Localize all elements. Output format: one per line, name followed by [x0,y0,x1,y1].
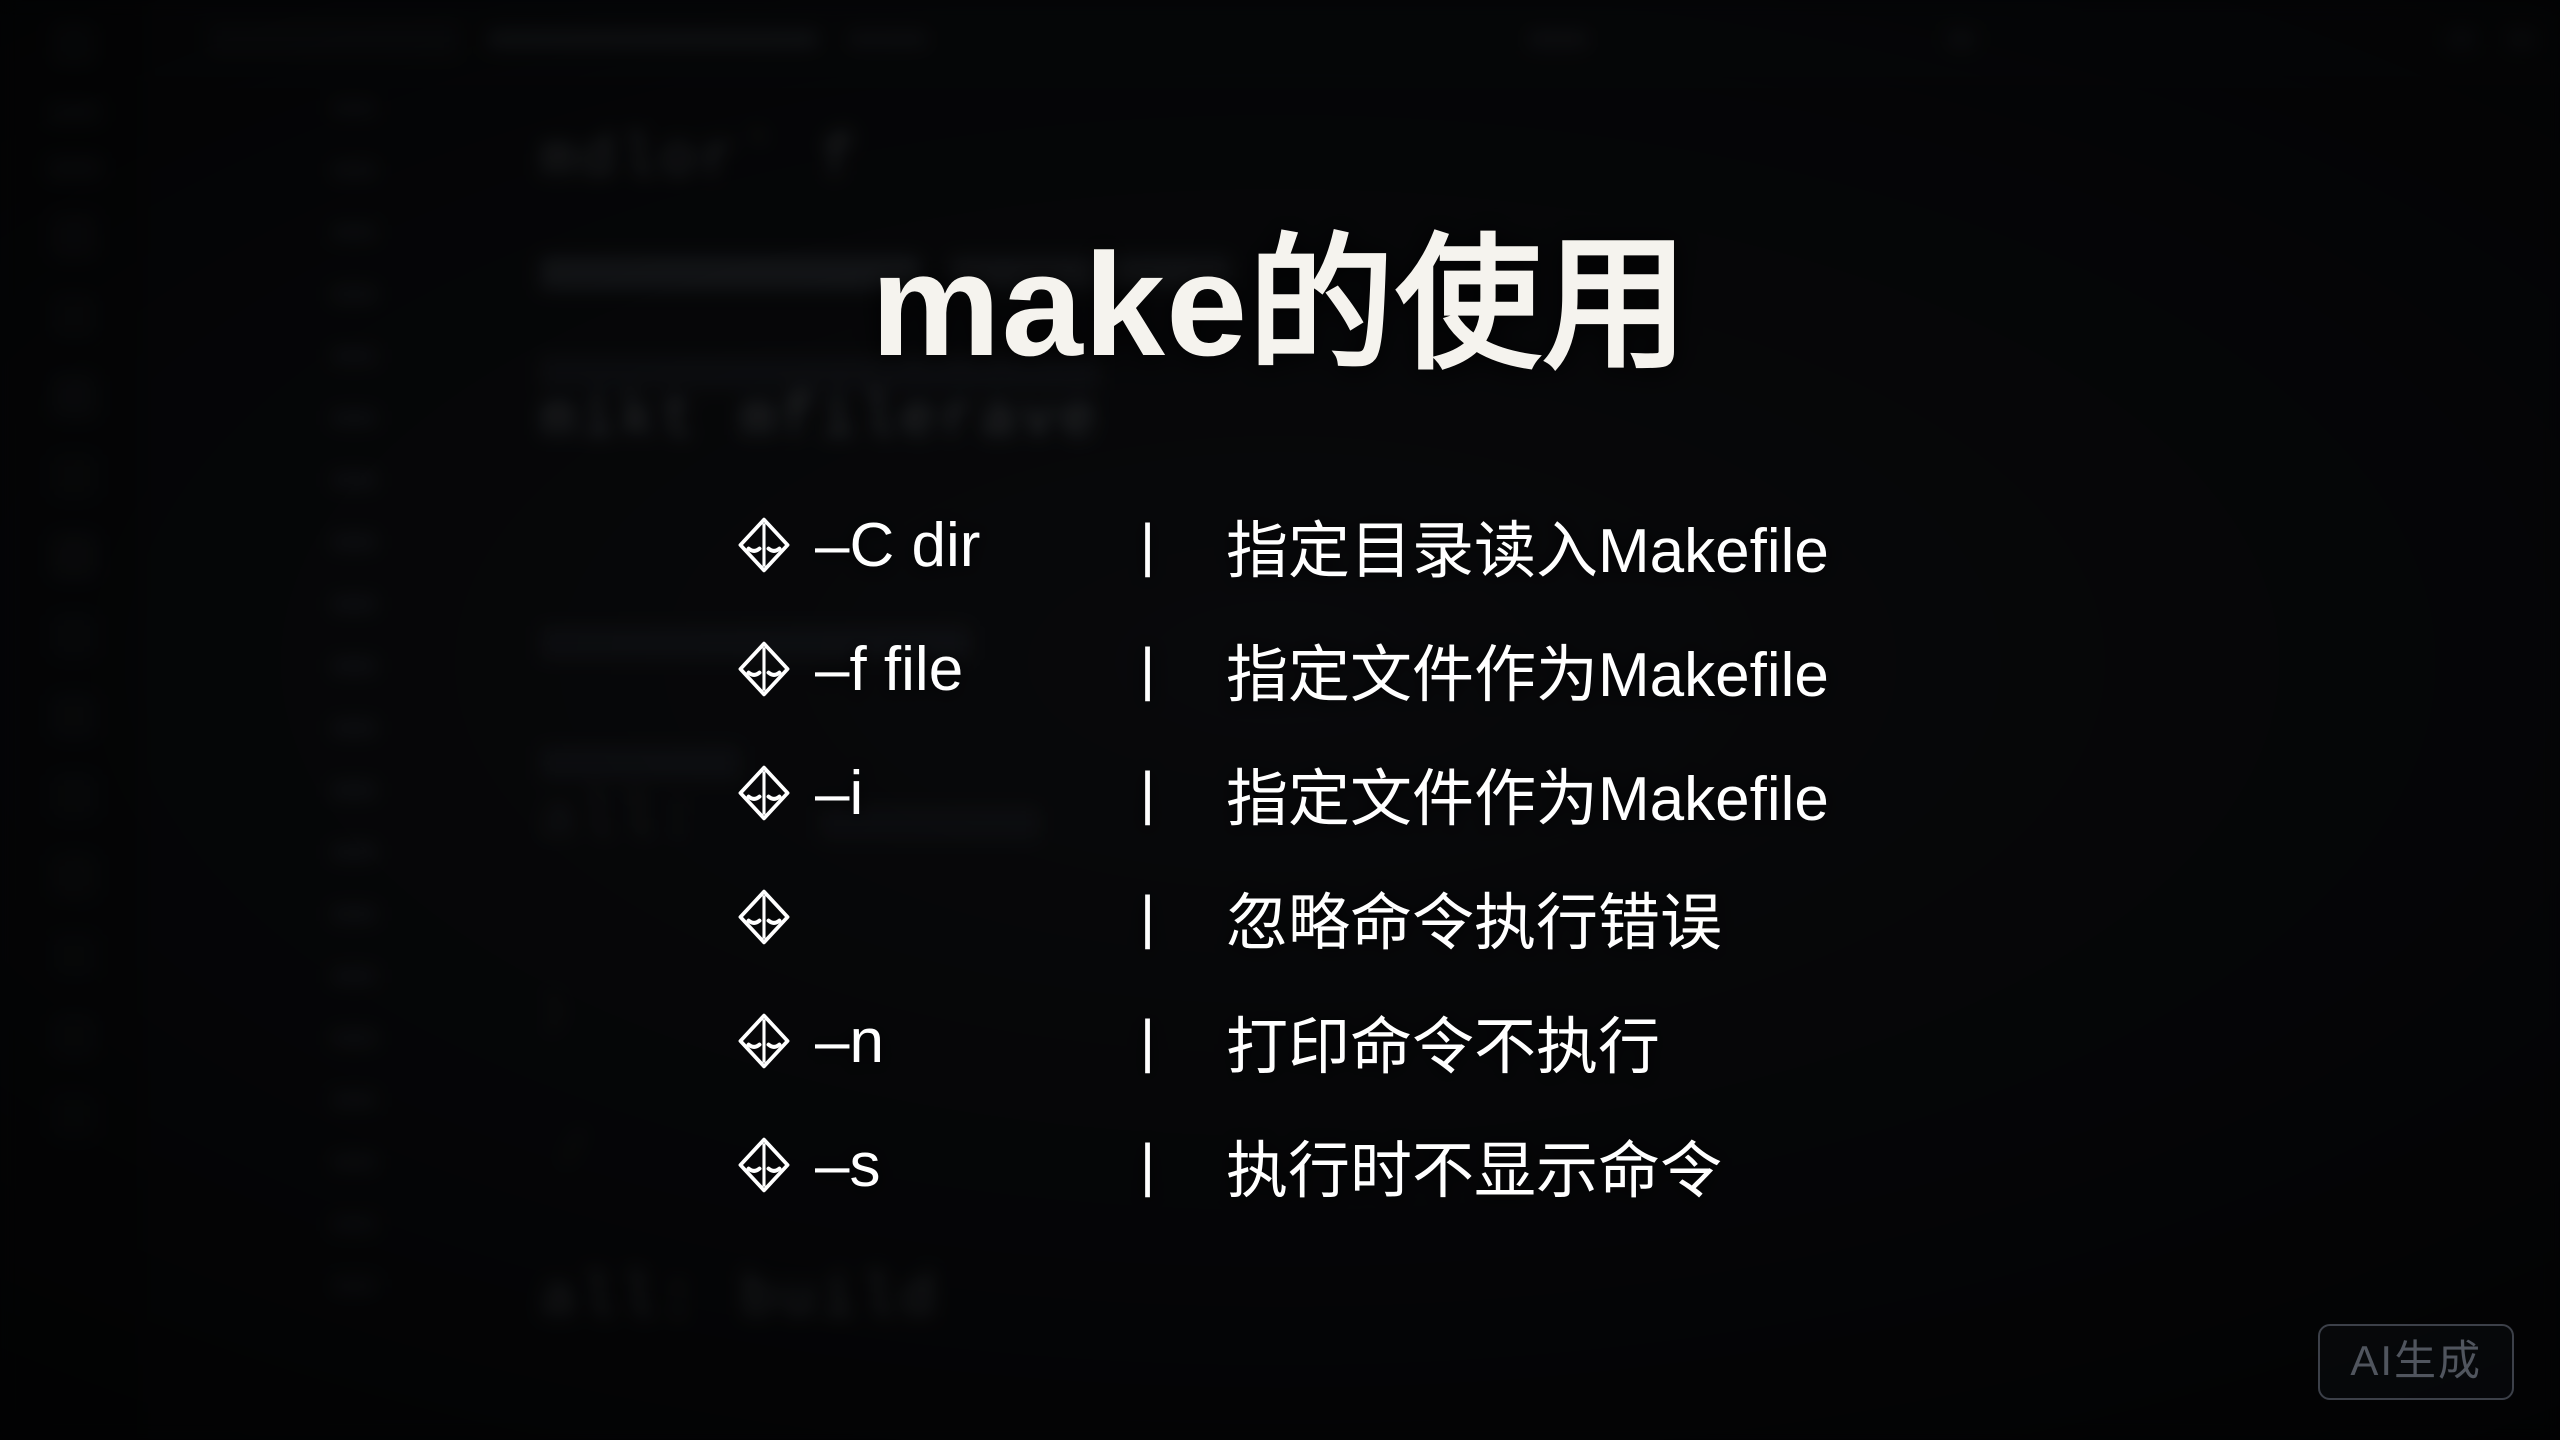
list-item: –i | 指定文件作为Makefile [735,731,2035,855]
option-flag: –i [815,758,864,828]
option-separator: | [1140,1008,1156,1074]
option-separator: | [1140,884,1156,950]
option-flag: –n [815,1006,884,1076]
option-list: –C dir | 指定目录读入Makefile –f file | 指定文件作为… [735,483,2035,1227]
list-item: –f file | 指定文件作为Makefile [735,607,2035,731]
page-title: make的使用 [870,223,1690,386]
option-separator: | [1140,1132,1156,1198]
list-item: | 忽略命令执行错误 [735,855,2035,979]
ai-generated-badge: AI生成 [2318,1324,2514,1400]
option-separator: | [1140,636,1156,702]
list-item: –n | 打印命令不执行 [735,979,2035,1103]
list-item: –s | 执行时不显示命令 [735,1103,2035,1227]
option-flag: –s [815,1130,881,1200]
diamond-pen-nib-icon [738,641,790,697]
option-description: 指定文件作为Makefile [1226,765,1829,834]
option-description: 打印命令不执行 [1226,1013,1661,1082]
list-item: –C dir | 指定目录读入Makefile [735,483,2035,607]
option-separator: | [1140,760,1156,826]
diamond-pen-nib-icon [738,765,790,821]
option-flag: –C dir [815,510,981,580]
diamond-pen-nib-icon [738,1137,790,1193]
option-separator: | [1140,512,1156,578]
option-description: 忽略命令执行错误 [1226,889,1723,958]
option-description: 执行时不显示命令 [1226,1137,1723,1206]
option-flag: –f file [815,634,964,704]
option-description: 指定文件作为Makefile [1226,641,1829,710]
option-description: 指定目录读入Makefile [1226,517,1829,586]
diamond-pen-nib-icon [738,517,790,573]
diamond-pen-nib-icon [738,1013,790,1069]
diamond-pen-nib-icon [738,889,790,945]
